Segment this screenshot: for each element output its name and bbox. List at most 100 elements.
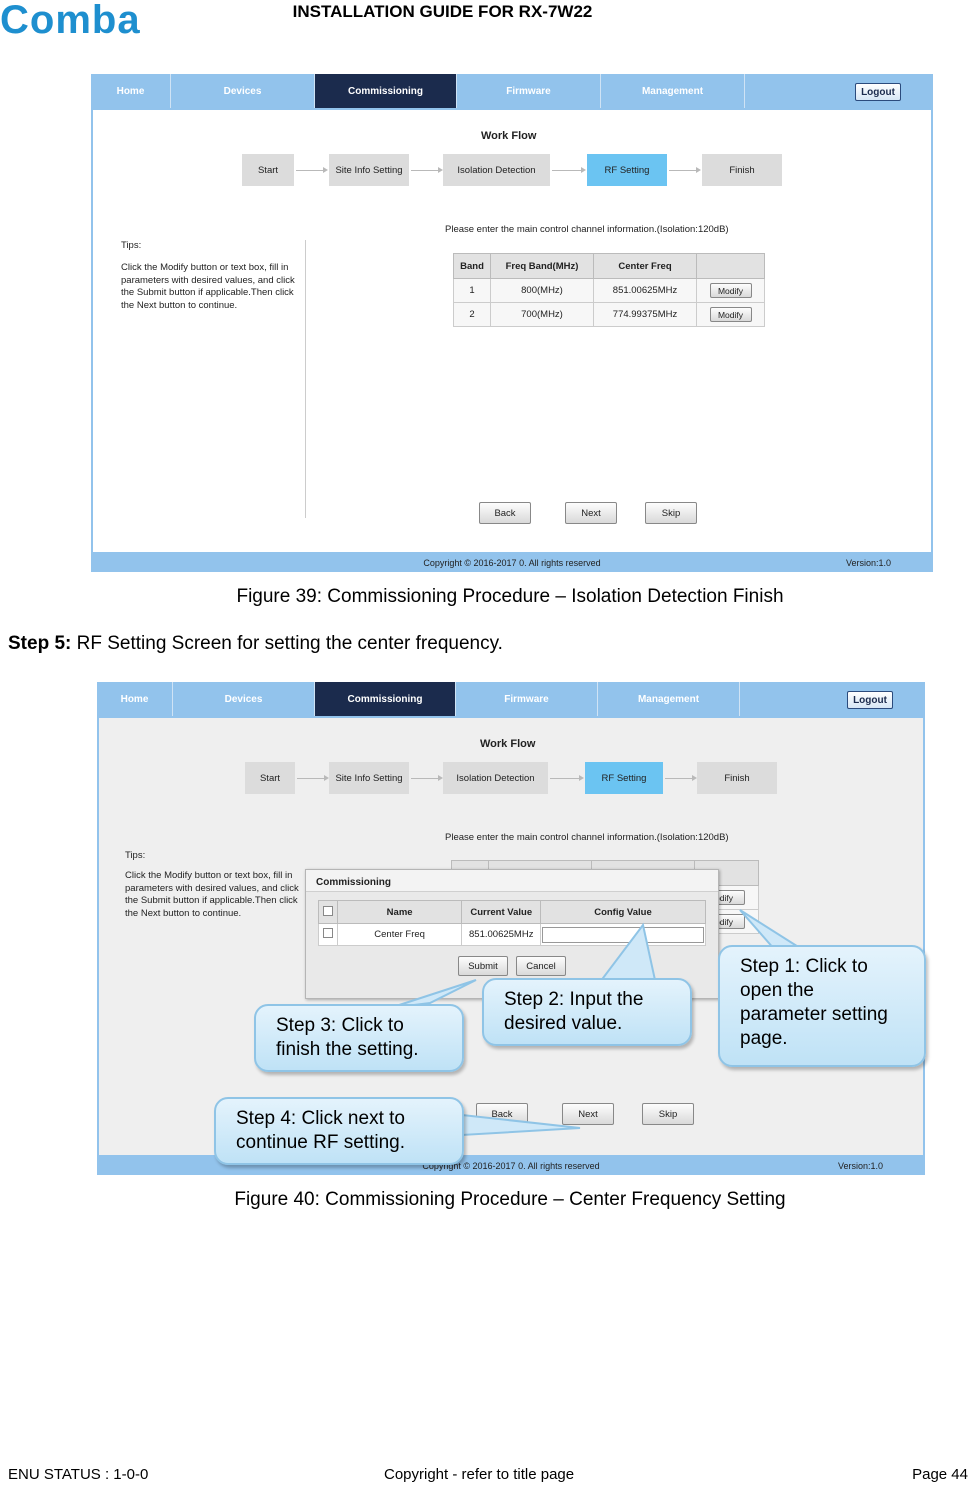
svg-text:Comba: Comba	[0, 0, 141, 42]
workflow-step-isolation: Isolation Detection	[443, 154, 550, 186]
current-value-cell: 851.00625MHz	[461, 923, 541, 946]
modify-button[interactable]: Modify	[709, 307, 752, 322]
callout-step-4: Step 4: Click next to continue RF settin…	[214, 1097, 464, 1165]
back-button[interactable]: Back	[476, 1103, 528, 1125]
skip-button[interactable]: Skip	[645, 502, 697, 524]
workflow-arrow	[665, 775, 697, 781]
workflow-title: Work Flow	[480, 738, 536, 750]
tab-devices[interactable]: Devices	[171, 74, 315, 108]
logout-button[interactable]: Logout	[855, 83, 901, 101]
divider	[305, 240, 306, 518]
config-value-input[interactable]	[542, 926, 704, 943]
tips-heading: Tips:	[121, 240, 142, 251]
workflow-step-rf-setting: RF Setting	[585, 762, 663, 794]
column-header	[696, 253, 765, 279]
tab-firmware[interactable]: Firmware	[457, 74, 601, 108]
workflow-step-start: Start	[242, 154, 294, 186]
workflow-arrow	[411, 167, 443, 173]
comba-logo: Comba	[0, 0, 141, 42]
dialog-table: Name Current Value Config Value Center F…	[318, 900, 706, 946]
figure-39-screenshot: Home Devices Commissioning Firmware Mana…	[91, 74, 933, 572]
tab-commissioning[interactable]: Commissioning	[315, 682, 456, 716]
workflow-step-start: Start	[245, 762, 295, 794]
workflow-arrow	[552, 167, 586, 173]
content-panel: Work Flow Start Site Info Setting Isolat…	[97, 716, 925, 1157]
column-header: Current Value	[461, 900, 541, 924]
step-5-text: Step 5: RF Setting Screen for setting th…	[8, 633, 503, 655]
band-table: Band Freq Band(MHz) Center Freq 1 800(MH…	[453, 253, 765, 327]
modify-button[interactable]: Modify	[709, 283, 752, 298]
footer-status: ENU STATUS : 1-0-0	[8, 1466, 149, 1483]
tab-commissioning[interactable]: Commissioning	[315, 74, 457, 108]
screen-footer: Copyright © 2016-2017 0. All rights rese…	[91, 554, 933, 572]
footer-page-number: Page 44	[912, 1466, 968, 1483]
rf-prompt: Please enter the main control channel in…	[445, 832, 729, 843]
cancel-button[interactable]: Cancel	[516, 956, 566, 976]
band-cell: 1	[453, 278, 491, 303]
callout-step-3: Step 3: Click to finish the setting.	[254, 1004, 464, 1072]
callout-step-1: Step 1: Click to open the parameter sett…	[718, 945, 926, 1067]
column-header: Config Value	[540, 900, 706, 924]
figure-39-caption: Figure 39: Commissioning Procedure – Iso…	[236, 586, 784, 607]
action-cell: Modify	[696, 302, 765, 327]
column-header: Name	[336, 900, 463, 924]
config-value-cell	[540, 923, 706, 946]
workflow-arrow	[411, 775, 443, 781]
logout-button[interactable]: Logout	[847, 691, 893, 709]
name-cell: Center Freq	[336, 923, 463, 946]
column-header: Center Freq	[593, 253, 697, 279]
skip-button[interactable]: Skip	[642, 1103, 694, 1125]
table-row: 1 800(MHz) 851.00625MHz Modify	[453, 278, 765, 303]
tips-text: Click the Modify button or text box, fil…	[121, 262, 295, 311]
top-nav: Home Devices Commissioning Firmware Mana…	[97, 682, 925, 718]
workflow-step-site-info: Site Info Setting	[329, 154, 409, 186]
workflow-step-isolation: Isolation Detection	[443, 762, 548, 794]
callout-step-2: Step 2: Input the desired value.	[482, 978, 692, 1046]
step-5-label: Step 5:	[8, 633, 72, 654]
tab-home[interactable]: Home	[91, 74, 171, 108]
tab-management[interactable]: Management	[601, 74, 745, 108]
workflow-arrow	[297, 775, 329, 781]
column-header	[318, 900, 338, 924]
center-freq-cell: 774.99375MHz	[593, 302, 697, 327]
workflow-step-site-info: Site Info Setting	[329, 762, 409, 794]
step-5-description: RF Setting Screen for setting the center…	[71, 633, 503, 654]
dialog-title: Commissioning	[306, 870, 718, 892]
row-checkbox[interactable]	[322, 928, 333, 938]
screen-version: Version:1.0	[837, 1161, 883, 1171]
screen-copyright: Copyright © 2016-2017 0. All rights rese…	[423, 558, 601, 568]
next-button[interactable]: Next	[562, 1103, 614, 1125]
table-row: Center Freq 851.00625MHz	[318, 923, 706, 946]
tips-text: Click the Modify button or text box, fil…	[125, 870, 299, 919]
workflow-step-finish: Finish	[702, 154, 782, 186]
row-select	[318, 923, 338, 946]
workflow-arrow	[296, 167, 328, 173]
table-row: 2 700(MHz) 774.99375MHz Modify	[453, 302, 765, 327]
tab-management[interactable]: Management	[598, 682, 740, 716]
screen-copyright: Copyright © 2016-2017 0. All rights rese…	[422, 1161, 600, 1171]
submit-button[interactable]: Submit	[458, 956, 508, 976]
workflow-arrow	[550, 775, 584, 781]
content-panel: Work Flow Start Site Info Setting Isolat…	[91, 108, 933, 554]
center-freq-cell: 851.00625MHz	[593, 278, 697, 303]
rf-prompt: Please enter the main control channel in…	[445, 224, 729, 235]
tips-heading: Tips:	[125, 850, 146, 861]
workflow-step-rf-setting: RF Setting	[587, 154, 667, 186]
workflow-title: Work Flow	[481, 130, 537, 142]
workflow-arrow	[669, 167, 701, 173]
tab-home[interactable]: Home	[97, 682, 173, 716]
tab-devices[interactable]: Devices	[173, 682, 315, 716]
document-title: INSTALLATION GUIDE FOR RX-7W22	[292, 2, 593, 21]
figure-40-caption: Figure 40: Commissioning Procedure – Cen…	[234, 1189, 786, 1210]
tab-firmware[interactable]: Firmware	[456, 682, 598, 716]
back-button[interactable]: Back	[479, 502, 531, 524]
band-cell: 2	[453, 302, 491, 327]
freq-band-cell: 700(MHz)	[490, 302, 594, 327]
screen-version: Version:1.0	[845, 558, 891, 568]
freq-band-cell: 800(MHz)	[490, 278, 594, 303]
next-button[interactable]: Next	[565, 502, 617, 524]
select-all-checkbox[interactable]	[322, 905, 333, 916]
column-header: Band	[453, 253, 491, 279]
action-cell: Modify	[696, 278, 765, 303]
workflow-step-finish: Finish	[697, 762, 777, 794]
